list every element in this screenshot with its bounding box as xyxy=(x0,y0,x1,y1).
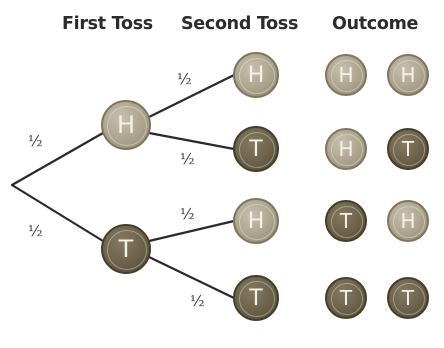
coin-letter: H xyxy=(400,209,416,233)
prob-label-first-t: ½ xyxy=(28,222,43,240)
prob-label-first-h: ½ xyxy=(28,132,43,150)
outcome-coin-4-1: T xyxy=(325,277,367,319)
first-toss-coin-h: H xyxy=(101,100,151,150)
second-toss-coin-3: H xyxy=(233,198,279,244)
coin-inner-rim xyxy=(239,281,275,317)
branch-root-to-h xyxy=(10,131,105,187)
coin-letter: H xyxy=(247,62,265,88)
branch-second-4 xyxy=(147,255,236,300)
coin-letter: T xyxy=(401,137,415,161)
outcome-coin-2-2: T xyxy=(387,128,429,170)
coin-letter: T xyxy=(249,136,263,162)
coin-letter: T xyxy=(249,285,263,311)
second-toss-header: Second Toss xyxy=(181,14,299,34)
outcome-coin-1-2: H xyxy=(387,54,429,96)
coin-inner-rim xyxy=(393,283,425,315)
branch-second-1 xyxy=(147,73,236,119)
outcome-coin-3-1: T xyxy=(325,200,367,242)
prob-label-second-ht: ½ xyxy=(180,150,195,168)
first-toss-coin-t: T xyxy=(101,224,151,274)
coin-inner-rim xyxy=(331,60,363,92)
coin-inner-rim xyxy=(239,204,275,240)
coin-letter: T xyxy=(118,235,134,263)
coin-letter: H xyxy=(338,63,354,87)
prob-label-second-hh: ½ xyxy=(177,70,192,88)
coin-inner-rim xyxy=(107,230,147,270)
branch-second-2 xyxy=(147,131,236,151)
coin-inner-rim xyxy=(107,106,147,146)
coin-letter: T xyxy=(401,286,415,310)
prob-label-second-tt: ½ xyxy=(190,292,205,310)
coin-letter: T xyxy=(339,286,353,310)
branch-root-to-t xyxy=(10,183,105,243)
coin-letter: H xyxy=(400,63,416,87)
coin-inner-rim xyxy=(239,58,275,94)
coin-inner-rim xyxy=(239,132,275,168)
coin-inner-rim xyxy=(331,134,363,166)
coin-inner-rim xyxy=(331,283,363,315)
coin-letter: H xyxy=(247,208,265,234)
second-toss-coin-2: T xyxy=(233,126,279,172)
coin-letter: H xyxy=(116,111,136,139)
coin-inner-rim xyxy=(393,60,425,92)
prob-label-second-th: ½ xyxy=(180,205,195,223)
second-toss-coin-4: T xyxy=(233,275,279,321)
coin-inner-rim xyxy=(393,134,425,166)
coin-letter: H xyxy=(338,137,354,161)
coin-letter: T xyxy=(339,209,353,233)
coin-inner-rim xyxy=(393,206,425,238)
outcome-coin-4-2: T xyxy=(387,277,429,319)
second-toss-coin-1: H xyxy=(233,52,279,98)
outcome-coin-3-2: H xyxy=(387,200,429,242)
outcome-header: Outcome xyxy=(332,14,419,34)
outcome-coin-1-1: H xyxy=(325,54,367,96)
first-toss-header: First Toss xyxy=(62,14,153,34)
coin-inner-rim xyxy=(331,206,363,238)
outcome-coin-2-1: H xyxy=(325,128,367,170)
branch-second-3 xyxy=(147,219,236,243)
